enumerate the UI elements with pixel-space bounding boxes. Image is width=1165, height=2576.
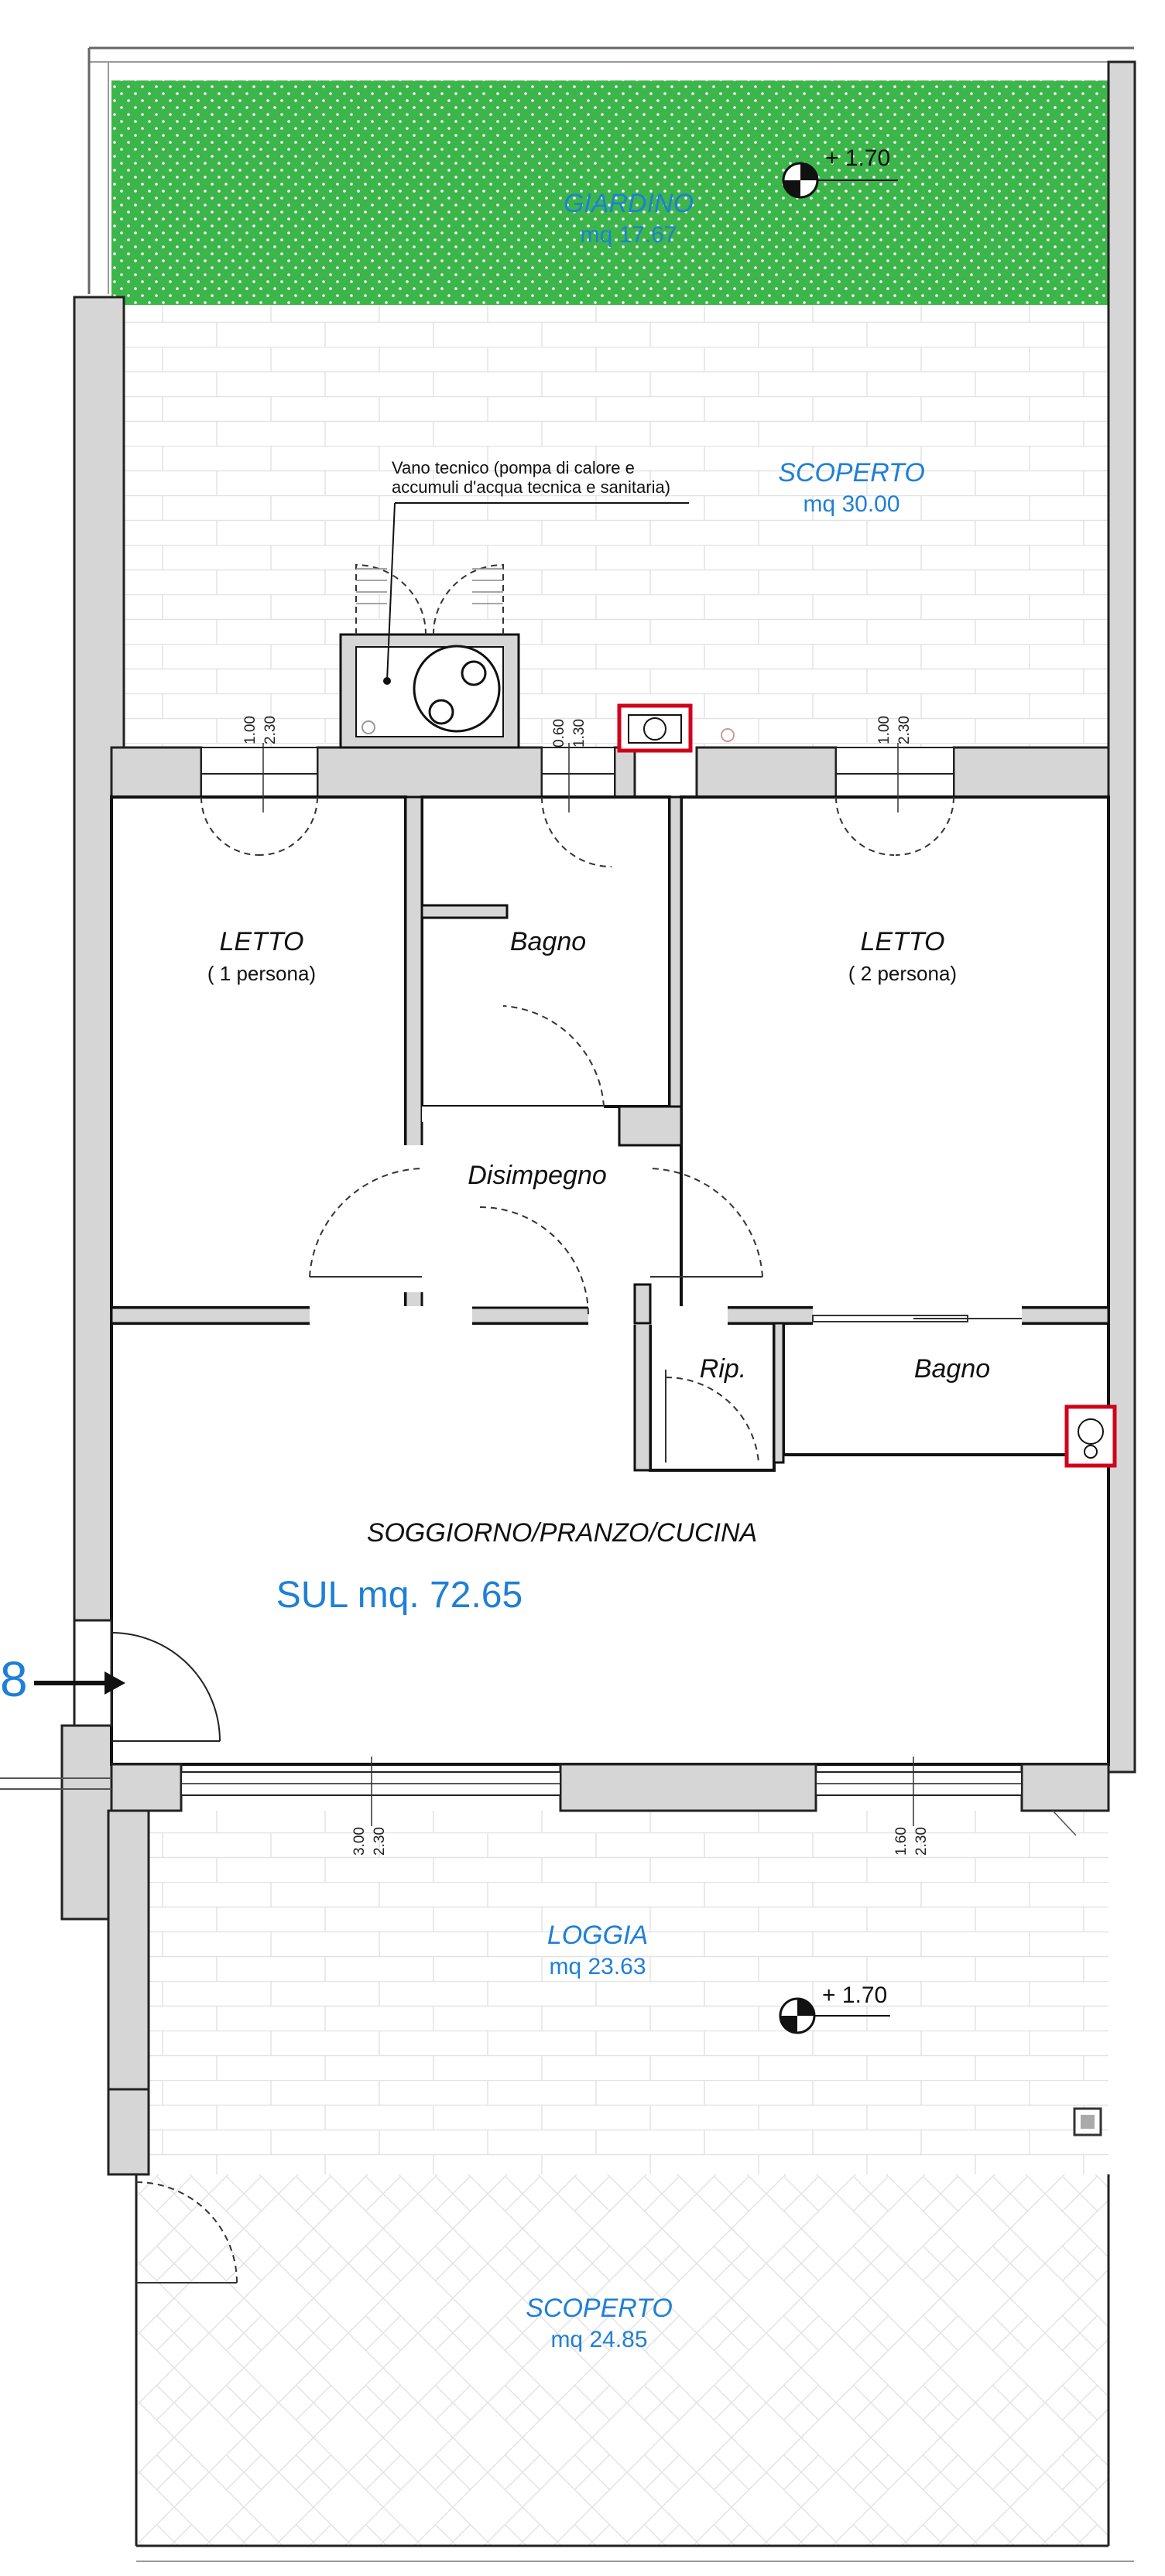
dim-w2-a: 0.60	[551, 719, 567, 747]
dim-w5-a: 1.60	[893, 1827, 910, 1856]
dim-w5-b: 2.30	[913, 1827, 930, 1856]
elevation-marker-top	[782, 162, 898, 199]
elevation-loggia: + 1.70	[822, 1982, 888, 2008]
label-soggiorno: SOGGIORNO/PRANZO/CUCINA	[366, 1518, 758, 1548]
top-windows	[200, 747, 954, 798]
garden-area	[111, 80, 1108, 305]
scoperto-top-area	[124, 305, 1108, 747]
entry-number: 8	[0, 1651, 28, 1707]
label-disimpegno: Disimpegno	[468, 1161, 607, 1190]
label-letto-1: LETTO( 1 persona)	[207, 927, 317, 986]
dim-w1-a: 1.00	[242, 716, 259, 744]
label-bagno-2: Bagno	[913, 1354, 991, 1384]
interior-walls	[110, 795, 1110, 1766]
dim-w3-b: 2.30	[896, 716, 913, 744]
label-ripostiglio: Rip.	[699, 1354, 747, 1384]
scoperto-bottom-area	[136, 2174, 1108, 2546]
elevation-marker-loggia	[779, 1997, 890, 2034]
dim-w1-b: 2.30	[262, 716, 279, 744]
exterior-wall-bottom	[0, 1763, 1110, 1812]
loggia-area	[149, 1811, 1108, 2174]
dim-w4-b: 2.30	[372, 1827, 388, 1856]
label-sul-area: SUL mq. 72.65	[276, 1575, 523, 1616]
elevation-top: + 1.70	[825, 145, 891, 171]
door-swings	[135, 796, 954, 2284]
dim-w3-a: 1.00	[876, 716, 893, 744]
dim-w4-a: 3.00	[351, 1827, 368, 1856]
dim-w2-b: 1.30	[571, 719, 588, 747]
label-bagno-1: Bagno	[509, 927, 587, 956]
label-letto-2: LETTO( 2 persona)	[848, 927, 958, 986]
